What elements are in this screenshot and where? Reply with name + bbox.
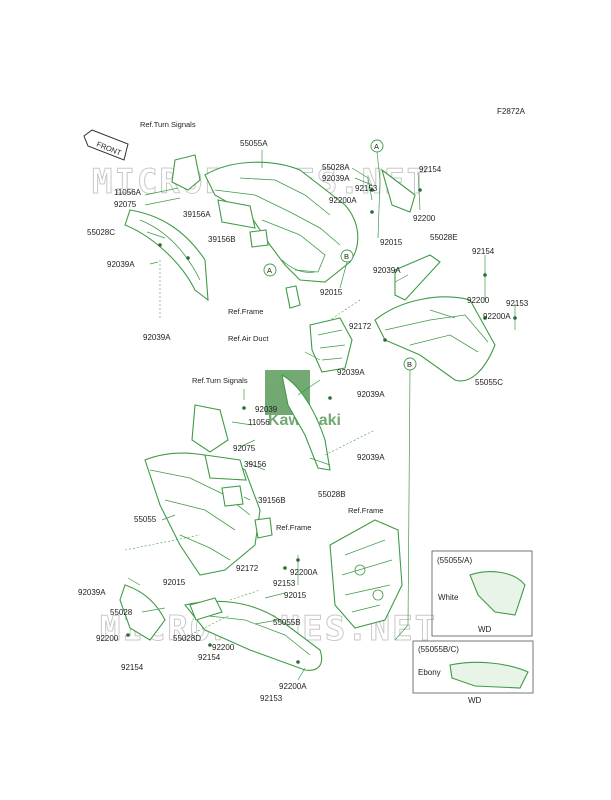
svg-text:A: A [267,266,272,275]
inset-white-color: White [438,593,459,602]
part-92154: 92154 [419,165,442,174]
part-92075: 92075 [233,444,256,453]
part-92039a: 92039A [373,266,401,275]
part-92039a: 92039A [78,588,106,597]
part-92200: 92200 [413,214,436,223]
part-92172: 92172 [236,564,259,573]
part-55055: 55055 [134,515,157,524]
frame-assembly [329,519,403,629]
part-55028: 55028 [110,608,133,617]
diagram-id: F2872A [497,107,526,116]
inset-white-note: WD [478,625,492,634]
part-39156a: 39156A [183,210,211,219]
part-92200a: 92200A [279,682,307,691]
part-92015: 92015 [320,288,343,297]
part-39156b: 39156B [258,496,286,505]
svg-text:B: B [407,360,412,369]
inner-panel-39156 [204,454,247,481]
part-39156b: 39156B [208,235,236,244]
side-fairing-55028a [381,168,416,213]
air-duct [309,317,353,373]
part-55055b: 55055B [273,618,301,627]
svg-text:A: A [374,142,379,151]
part-number-labels: 55055A 55028A 92039A 92153 92154 92200A … [78,139,529,703]
part-92039a: 92039A [357,453,385,462]
part-92015: 92015 [284,591,307,600]
part-92039: 92039 [255,405,278,414]
side-fairing-55028c [124,209,209,302]
inner-panel-39156b-top [249,229,269,248]
turn-signal-bracket-top [171,154,201,191]
inset-ebony-cowl [449,661,529,689]
dashed-guides [124,260,376,641]
part-55028a: 55028A [322,163,350,172]
inset-ebony-title: (55055B/C) [418,645,459,654]
part-92153: 92153 [260,694,283,703]
part-92154: 92154 [198,653,221,662]
part-92153: 92153 [506,299,529,308]
inset-white-title: (55055/A) [437,556,472,565]
part-92015: 92015 [380,238,403,247]
ref-turn-signals-top: Ref.Turn Signals [140,120,196,129]
part-92200: 92200 [467,296,490,305]
ref-frame-bracket-mid [254,517,273,539]
part-55055c: 55055C [475,378,503,387]
ref-frame-bracket-top [285,285,301,309]
part-11056: 11056 [248,418,270,427]
part-92153: 92153 [355,184,378,193]
part-92039a: 92039A [107,260,135,269]
part-92039a: 92039A [143,333,171,342]
inset-ebony-note: WD [468,696,482,705]
inset-ebony-color: Ebony [418,668,441,677]
fastener-dots [126,188,517,664]
leader-lines [127,150,516,681]
front-arrow-icon: FRONT [83,129,129,161]
part-92200: 92200 [96,634,119,643]
part-92200a: 92200A [290,568,318,577]
part-55055a: 55055A [240,139,268,148]
part-92154: 92154 [121,663,144,672]
part-11056a: 11056A [114,188,142,197]
svg-text:B: B [344,252,349,261]
inner-panel-39156b-mid [221,485,244,507]
part-55028d: 55028D [173,634,201,643]
inner-panel-39156a [217,199,256,229]
part-39156: 39156 [244,460,267,469]
part-92200: 92200 [212,643,235,652]
part-55028c: 55028C [87,228,115,237]
inset-white-box [431,550,533,637]
inset-ebony-box [412,640,534,694]
part-92039a: 92039A [337,368,365,377]
part-92015: 92015 [163,578,186,587]
turn-signal-bracket-mid [191,404,229,453]
ref-frame-right: Ref.Frame [348,506,383,515]
part-92039a: 92039A [357,390,385,399]
part-92039a: 92039A [322,174,350,183]
part-92172: 92172 [349,322,372,331]
part-55028e: 55028E [430,233,458,242]
part-92200a: 92200A [483,312,511,321]
inset-white-cowl [469,571,526,616]
ref-frame-top: Ref.Frame [228,307,263,316]
ref-air-duct: Ref.Air Duct [228,334,269,343]
ref-frame-mid: Ref.Frame [276,523,311,532]
ref-turn-signals-mid: Ref.Turn Signals [192,376,248,385]
lower-fairing-55028 [119,584,166,641]
part-92154: 92154 [472,247,495,256]
part-92153: 92153 [273,579,296,588]
part-92200a: 92200A [329,196,357,205]
part-92075: 92075 [114,200,137,209]
side-fairing-55028b [281,373,331,471]
side-fairing-55028e [394,254,441,301]
marker-a-2 [263,263,277,277]
part-55028b: 55028B [318,490,346,499]
side-panel-55028d [189,597,223,621]
upper-cowl-top [204,161,359,283]
